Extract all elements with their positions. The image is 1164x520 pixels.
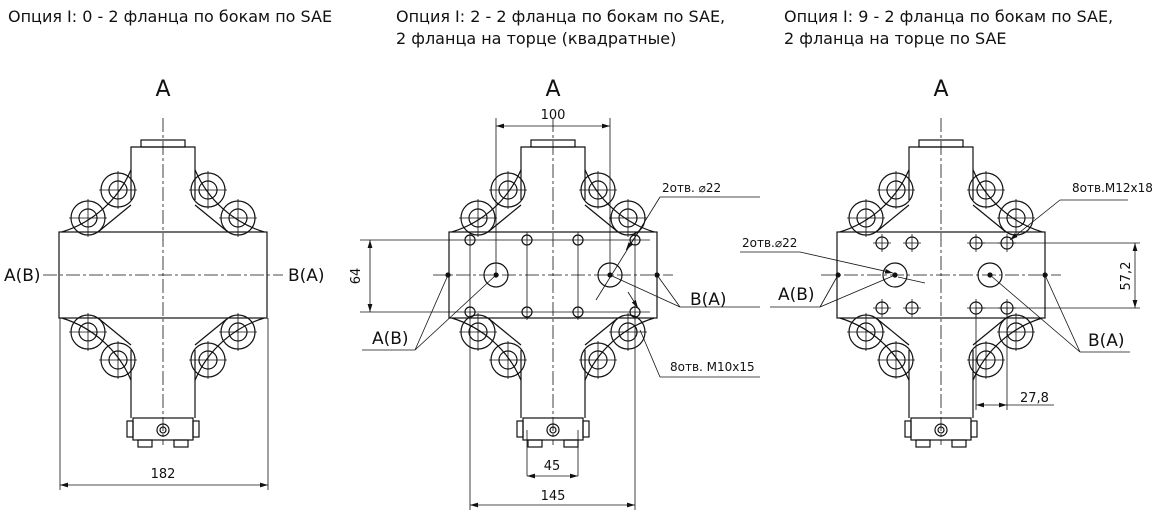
housing-arc [972, 169, 1043, 233]
leader-line [625, 229, 641, 251]
caption-line: Опция I: 0 - 2 фланца по бокам по SAE [8, 7, 333, 26]
caption-line: 2 фланца на торце по SAE [784, 29, 1007, 48]
housing-arc [839, 317, 910, 381]
lobe-edge [487, 204, 522, 233]
lobe-edge [487, 317, 522, 346]
lobe-edge [97, 317, 132, 346]
housing-arc [194, 169, 265, 233]
leader-line [639, 329, 661, 378]
view-label: A [155, 77, 170, 102]
note-holes-large: 2отв.⌀22 [742, 236, 797, 250]
housing-arc [972, 317, 1043, 381]
port-label-left: A(B) [778, 285, 815, 305]
lobe-edge [97, 204, 132, 233]
housing-arc [61, 317, 132, 381]
foot [915, 439, 931, 448]
leader-line [989, 274, 1081, 353]
housing-arc [584, 317, 655, 381]
housing-arc [61, 169, 132, 233]
foot [137, 439, 153, 448]
pump-body [520, 350, 586, 418]
caption-option-9: Опция I: 9 - 2 фланца по бокам по SAE, 2 … [784, 6, 1113, 50]
lobe-edge [584, 204, 619, 233]
drain-block-nub [582, 420, 590, 438]
pump-body [908, 350, 974, 418]
dim-height: 57,2 [1119, 262, 1134, 291]
port-hole [977, 262, 1003, 288]
pump-body [130, 350, 196, 418]
caption-line: Опция I: 9 - 2 фланца по бокам по SAE, [784, 7, 1114, 26]
port-hole [882, 262, 908, 288]
port-label-right: B(A) [690, 290, 727, 310]
drain-block-nub [904, 420, 912, 438]
dim-bottom-inner: 45 [544, 459, 561, 474]
drain-block-nub [516, 420, 524, 438]
leader-line [609, 274, 681, 308]
dim-offset: 27,8 [1020, 391, 1049, 406]
port-label-right: B(A) [1088, 331, 1125, 351]
leader-line [414, 274, 497, 351]
foot [563, 439, 579, 448]
drain-block-nub [192, 420, 200, 438]
housing-arc [194, 317, 265, 381]
caption-option-2: Опция I: 2 - 2 фланца по бокам по SAE, 2 … [396, 6, 725, 50]
foot [951, 439, 967, 448]
lobe-edge [194, 317, 229, 346]
dim-height: 64 [349, 268, 364, 285]
leader-line [1044, 274, 1081, 353]
foot [527, 439, 543, 448]
caption-line: 2 фланца на торце (квадратные) [396, 29, 677, 48]
leader-line [414, 274, 449, 351]
foot [173, 439, 189, 448]
housing-arc [839, 169, 910, 233]
view-label: A [545, 77, 560, 102]
housing-arc [451, 317, 522, 381]
port-label-left: A(B) [4, 266, 41, 286]
leader-line [799, 251, 894, 274]
leader-line [1009, 199, 1061, 241]
port-label-right: B(A) [288, 266, 325, 286]
lobe-edge [584, 317, 619, 346]
port-label-left: A(B) [372, 329, 409, 349]
drain-block-nub [970, 420, 978, 438]
lobe-edge [875, 317, 910, 346]
note-holes-large: 2отв. ⌀22 [662, 181, 721, 195]
lobe-edge [972, 204, 1007, 233]
dim-top: 100 [541, 108, 566, 123]
leader-line [656, 274, 681, 308]
lobe-edge [194, 204, 229, 233]
note-holes-threaded: 8отв.M12x18 [1072, 181, 1153, 195]
dim-bottom-outer: 145 [541, 489, 566, 504]
leader-line [897, 276, 926, 284]
note-holes-threaded: 8отв. M10x15 [670, 360, 755, 374]
lobe-edge [972, 317, 1007, 346]
drain-block-nub [126, 420, 134, 438]
leader-line [819, 274, 896, 308]
view-label: A [933, 77, 948, 102]
housing-arc [451, 169, 522, 233]
housing-arc [584, 169, 655, 233]
caption-option-0: Опция I: 0 - 2 фланца по бокам по SAE [8, 6, 332, 28]
dim-width: 182 [151, 467, 176, 482]
caption-line: Опция I: 2 - 2 фланца по бокам по SAE, [396, 7, 726, 26]
leader-line [627, 291, 639, 309]
leader-line [819, 274, 839, 308]
lobe-edge [875, 204, 910, 233]
